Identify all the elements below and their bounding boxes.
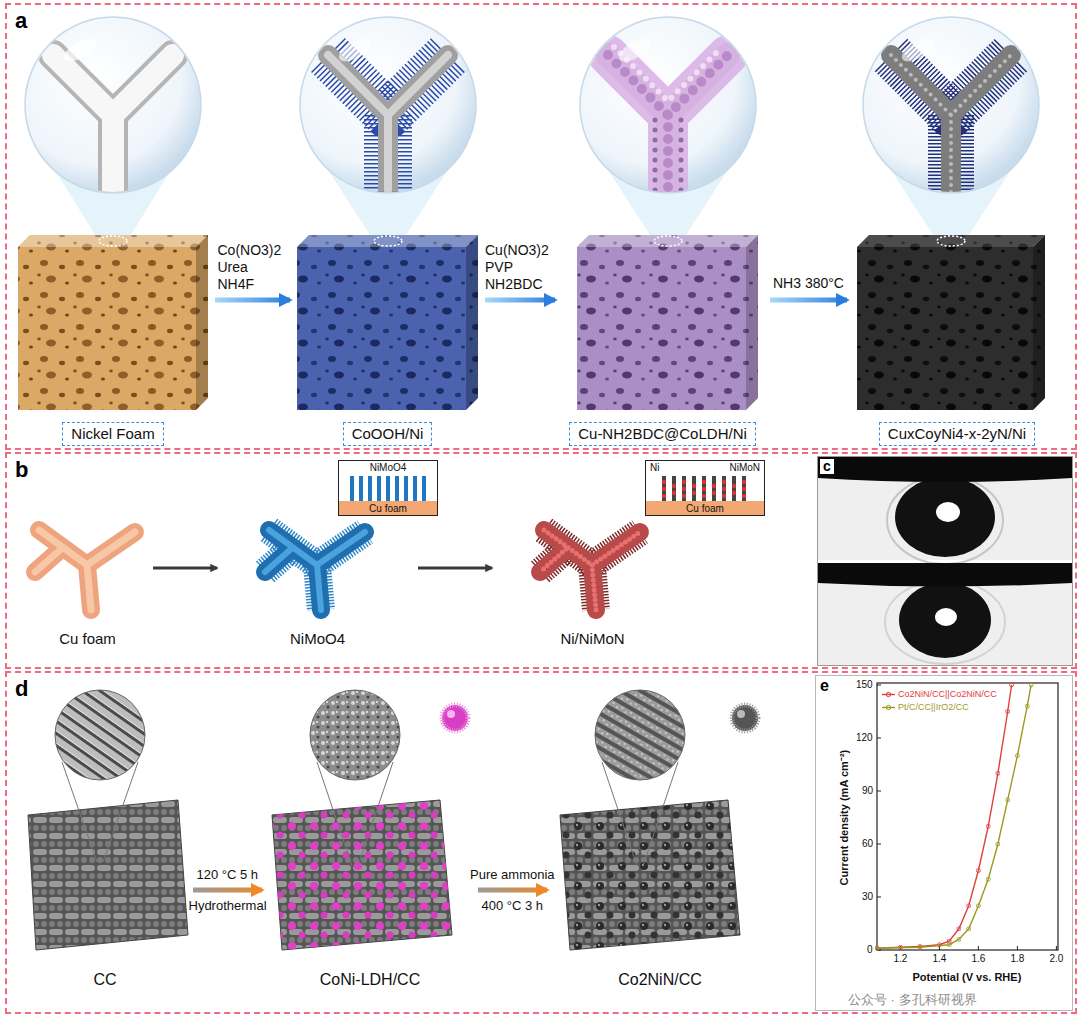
carbon-cloth-figure bbox=[28, 690, 188, 950]
axis-title: Potential (V vs. RHE) bbox=[913, 971, 1022, 984]
axis-tick: 30 bbox=[862, 891, 873, 903]
arrow-label: Co(NO3)2 Urea NH4F bbox=[218, 242, 288, 292]
stage-column: CuxCoyNi4-x-2yN/Ni bbox=[850, 34, 1064, 448]
stage-column: CC bbox=[20, 704, 190, 989]
nitride-cloth-figure bbox=[560, 690, 758, 950]
nitride-foam-figure bbox=[857, 17, 1045, 410]
inset-label: Cu foam bbox=[343, 502, 433, 515]
arrow-label: Cu(NO3)2 PVP NH2BDC bbox=[485, 242, 555, 292]
inset-illustration bbox=[646, 461, 764, 515]
process-condition: 400 °C 3 h bbox=[482, 898, 544, 914]
axis-tick: 1.6 bbox=[971, 953, 985, 965]
axis-tick: 1.8 bbox=[1010, 953, 1024, 965]
axis-tick: 0 bbox=[867, 944, 873, 956]
inset-label: Ni bbox=[650, 461, 659, 474]
stage-label: Cu foam bbox=[59, 630, 116, 648]
panel-frame: aNickel Foam CoOOH/Ni Cu-NH2BDC@CoLDH/Ni Cu… bbox=[5, 3, 1077, 450]
stage-label: Ni/NiMoN bbox=[560, 630, 624, 648]
stage-label: CC bbox=[93, 970, 116, 989]
stage-label: CoOOH/Ni bbox=[343, 422, 433, 446]
inset-label: Cu foam bbox=[650, 502, 760, 515]
legend-entry: Pt/C/CC||IrO2/CC bbox=[898, 702, 969, 713]
stage-column: Cu foam bbox=[25, 518, 150, 648]
stage-column: Nickel Foam bbox=[14, 34, 212, 448]
process-arrow bbox=[485, 298, 555, 303]
stage-column: Ni/NiMoN bbox=[495, 518, 690, 648]
panel-frame: bCu foamNiMoO4NiMoO4Cu foamNi/NiMoNNiNiM… bbox=[5, 452, 1077, 669]
inset-box: NiMoO4 Cu foam bbox=[338, 460, 438, 516]
stage-label: CoNi-LDH/CC bbox=[320, 970, 420, 989]
nimoo4-figure bbox=[265, 530, 365, 610]
mof-foam-figure bbox=[577, 17, 758, 410]
stage-label: Cu-NH2BDC@CoLDH/Ni bbox=[569, 422, 756, 446]
process-arrow bbox=[153, 567, 217, 570]
watermark: 公众号 · 多孔科研视界 bbox=[848, 992, 977, 1008]
photo-panel: c bbox=[817, 456, 1073, 666]
process-arrow bbox=[193, 888, 262, 893]
stage-label: CuxCoyNi4-x-2yN/Ni bbox=[879, 422, 1035, 446]
process-arrow bbox=[418, 567, 492, 570]
stage-column: Cu-NH2BDC@CoLDH/Ni bbox=[558, 34, 767, 448]
panel-letter: d bbox=[15, 678, 28, 700]
process-arrow bbox=[478, 888, 547, 893]
stage-label: Co2NiN/CC bbox=[618, 970, 702, 989]
cooh-foam-figure bbox=[297, 17, 478, 410]
stage-label: Nickel Foam bbox=[62, 422, 163, 446]
inset-label: NiMoO4 bbox=[343, 461, 433, 474]
bubble-photo bbox=[818, 457, 1072, 665]
panel-letter: b bbox=[15, 459, 28, 481]
panel-letter: e bbox=[820, 677, 829, 695]
panel-frame: dCC CoNi-LDH/CC Co2NiN/CC e bbox=[5, 671, 1077, 1014]
stage-column: Co2NiN/CC bbox=[550, 704, 770, 989]
axis-tick: 2.0 bbox=[1049, 953, 1063, 965]
axis-tick: 150 bbox=[856, 679, 873, 691]
axis-tick: 120 bbox=[856, 732, 873, 744]
inset-illustration bbox=[339, 461, 437, 515]
nickel-foam-figure bbox=[18, 17, 208, 410]
stage-column: CoOOH/Ni bbox=[293, 34, 482, 448]
stage-column: CoNi-LDH/CC bbox=[265, 704, 475, 989]
process-arrow bbox=[215, 298, 290, 303]
inset-box: Ni NiMoN Cu foam bbox=[645, 460, 765, 516]
axis-tick: 60 bbox=[862, 838, 873, 850]
process-arrow bbox=[770, 298, 847, 303]
axis-tick: 90 bbox=[862, 785, 873, 797]
cu-foam-figure bbox=[35, 530, 135, 610]
axis-title: Current density (mA cm⁻²) bbox=[838, 749, 851, 885]
legend-entry: Co2NiN/CC||Co2NiN/CC bbox=[898, 689, 997, 700]
process-condition: Hydrothermal bbox=[189, 898, 267, 914]
axis-tick: 1.2 bbox=[893, 953, 907, 965]
arrow-label: Pure ammonia bbox=[470, 867, 555, 883]
nimon-figure bbox=[540, 530, 640, 610]
panel-letter: a bbox=[15, 10, 27, 32]
polarization-chart bbox=[877, 683, 1058, 950]
ldh-cloth-figure bbox=[272, 690, 468, 950]
axis-tick: 1.4 bbox=[932, 953, 946, 965]
stage-column: NiMoO4 bbox=[220, 518, 415, 648]
arrow-label: 120 °C 5 h bbox=[197, 867, 259, 883]
arrow-label: NH3 380°C bbox=[773, 275, 844, 292]
panel-letter: c bbox=[820, 459, 834, 474]
stage-label: NiMoO4 bbox=[290, 630, 345, 648]
inset-label: NiMoN bbox=[729, 461, 760, 474]
